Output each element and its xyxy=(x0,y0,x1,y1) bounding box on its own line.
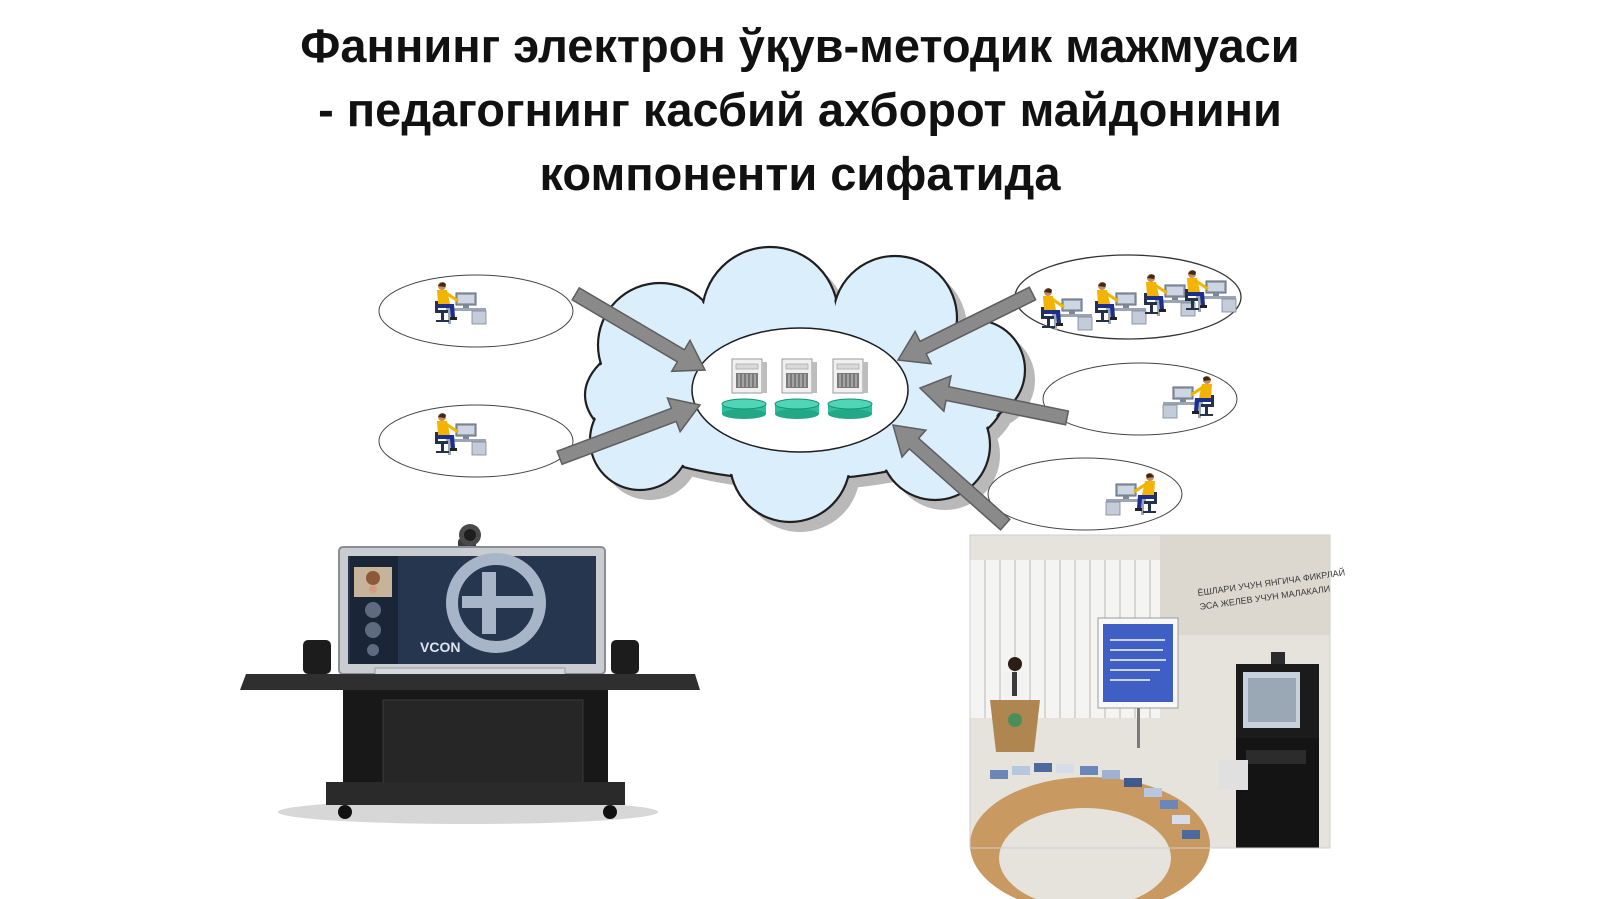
classroom-photo: ЁШЛАРИ УЧУН ЯНГИЧА ФИКРЛАЙ ЭСА ЖЕЛЕВ УЧУ… xyxy=(969,534,1346,899)
title-line-3: компоненти сифатида xyxy=(539,147,1061,200)
workstation-node-left-top xyxy=(378,274,574,348)
vcon-logo-text: VCON xyxy=(420,639,460,655)
server-icon xyxy=(781,358,818,394)
workstation-node-right-top xyxy=(1014,254,1242,340)
workstation-node-right-bottom xyxy=(987,457,1183,531)
title-line-2: - педагогнинг касбий ахборот майдонини xyxy=(318,83,1282,136)
workstation-node-right-middle xyxy=(1042,362,1238,436)
slide-title: Фаннинг электрон ўқув-методик мажмуаси -… xyxy=(0,14,1600,206)
server-icon xyxy=(731,358,768,394)
database-icon xyxy=(774,398,820,420)
title-line-1: Фаннинг электрон ўқув-методик мажмуаси xyxy=(300,19,1300,72)
central-node xyxy=(691,327,909,453)
workstation-node-left-bottom xyxy=(378,404,574,478)
videoconference-terminal-image: VCON xyxy=(240,524,700,824)
server-icon xyxy=(832,358,869,394)
database-icon xyxy=(827,398,873,420)
database-icon xyxy=(721,398,767,420)
